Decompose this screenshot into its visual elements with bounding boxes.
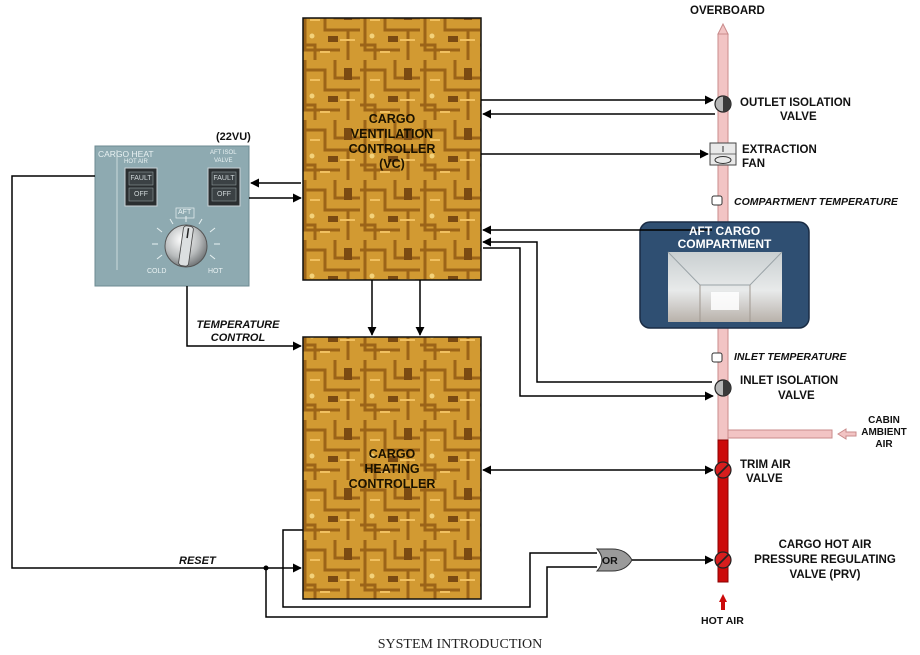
trim-air-valve-label-2: VALVE [746,473,783,485]
hot-air-off-text: OFF [134,191,148,198]
temperature-control-label-2: CONTROL [210,332,266,344]
cabin-ambient-air-label-1: CABIN [868,415,900,426]
outlet-valve-label-2: VALVE [780,111,817,123]
ventilation-controller-box [302,17,482,281]
line-reset [11,175,302,573]
knob-cold-label: COLD [147,268,167,275]
temperature-control-label-1: TEMPERATURE [196,319,280,331]
prv-label-3: VALVE (PRV) [789,569,861,581]
overboard-arrow [717,22,729,35]
panel-hot-air-label: HOT AIR [124,159,148,165]
inlet-valve-label-1: INLET ISOLATION [740,375,839,387]
trim-air-valve-label-1: TRIM AIR [740,459,791,471]
trim-air-valve [714,461,732,479]
prv-label-2: PRESSURE REGULATING [754,554,896,566]
overboard-label: OVERBOARD [690,5,765,17]
heating-controller-box [302,336,482,600]
temperature-knob[interactable] [152,216,220,268]
line-or-input-1 [282,529,597,608]
heating-controller-line-2: HEATING [364,462,420,476]
line-vc-inlet-temp [482,237,712,383]
extraction-fan-label-1: EXTRACTION [742,144,817,156]
cargo-heat-panel [94,145,250,287]
knob-aft-label: AFT [178,209,192,216]
line-or-input-2 [265,566,597,618]
duct-red [717,439,729,583]
heating-controller-line-1: CARGO [368,447,416,461]
panel-aft-isol-label-1: AFT ISOL [210,150,237,156]
extraction-fan [709,142,737,166]
line-temperature-control [186,286,302,351]
compartment-photo [668,252,782,322]
inlet-temperature-sensor [711,352,723,363]
cabin-ambient-air-label-3: AIR [875,439,893,450]
extraction-fan-label-2: FAN [742,158,765,170]
or-gate-label: OR [602,555,618,567]
or-gate [595,548,633,572]
inlet-isolation-valve [714,379,732,397]
outlet-isolation-valve [714,95,732,113]
panel-title: CARGO HEAT [98,149,154,159]
line-vc-to-inlet-valve [483,247,714,401]
aft-isol-fault-text: FAULT [213,175,235,182]
figure-caption: SYSTEM INTRODUCTION [377,637,543,652]
cabin-air-arrow [837,428,857,440]
ventilation-controller-line-4: (VC) [379,157,405,171]
reset-label: RESET [179,555,216,567]
aft-isol-off-text: OFF [217,191,231,198]
cabin-ambient-air-label-2: AMBIENT [861,427,907,438]
ventilation-controller-line-2: VENTILATION [350,127,434,141]
panel-ref-label: (22VU) [216,131,251,143]
ventilation-controller-line-3: CONTROLLER [348,142,436,156]
reset-junction [263,565,269,571]
prv-valve [714,551,732,569]
aft-compartment-title-2: COMPARTMENT [677,237,772,251]
hot-air-label: HOT AIR [701,615,744,627]
cabin-air-duct [727,429,833,439]
hot-air-fault-text: FAULT [130,175,152,182]
inlet-valve-label-2: VALVE [778,390,815,402]
outlet-valve-label-1: OUTLET ISOLATION [740,97,851,109]
prv-label-1: CARGO HOT AIR [778,539,872,551]
knob-hot-label: HOT [208,268,223,275]
aft-compartment-title-1: AFT CARGO [688,224,761,238]
compartment-temperature-label: COMPARTMENT TEMPERATURE [734,196,898,208]
panel-aft-isol-label-2: VALVE [214,158,233,164]
hot-air-arrow [719,594,727,610]
compartment-temperature-sensor [711,195,723,206]
heating-controller-line-3: CONTROLLER [348,477,436,491]
ventilation-controller-line-1: CARGO [368,112,416,126]
inlet-temperature-label: INLET TEMPERATURE [734,351,847,363]
